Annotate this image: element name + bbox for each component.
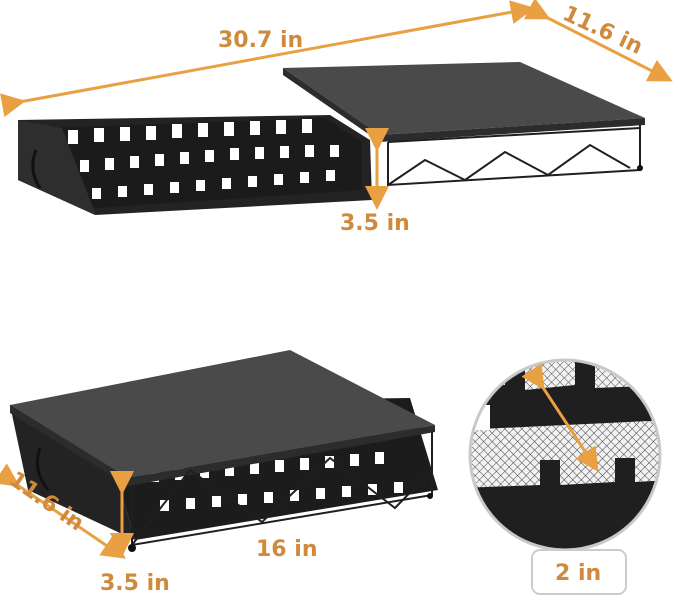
dim-extended-depth: 11.6 in: [523, 0, 673, 82]
dim-closed-width: 16 in: [256, 537, 317, 562]
slot-spacing-label-box: 2 in: [531, 549, 627, 595]
extended-drawer: [18, 115, 372, 215]
label-closed-height: 3.5 in: [100, 571, 170, 596]
closed-organizer: [10, 350, 438, 552]
dim-extended-length: 30.7 in: [0, 0, 535, 117]
label-extended-length: 30.7 in: [218, 28, 303, 53]
label-slot-spacing: 2 in: [555, 561, 601, 586]
dim-closed-height: 3.5 in: [100, 471, 170, 596]
drawer-handle: [31, 149, 42, 189]
dim-extended-height: 3.5 in: [340, 128, 410, 236]
slot-zoom-detail: [468, 358, 662, 552]
slot-spacing-arrow: [521, 363, 599, 473]
closed-top-plate: [10, 350, 435, 478]
drawer-front-face: [18, 120, 96, 215]
label-closed-width: 16 in: [256, 537, 317, 562]
label-extended-height: 3.5 in: [340, 211, 410, 236]
insert-slots: [68, 119, 339, 199]
